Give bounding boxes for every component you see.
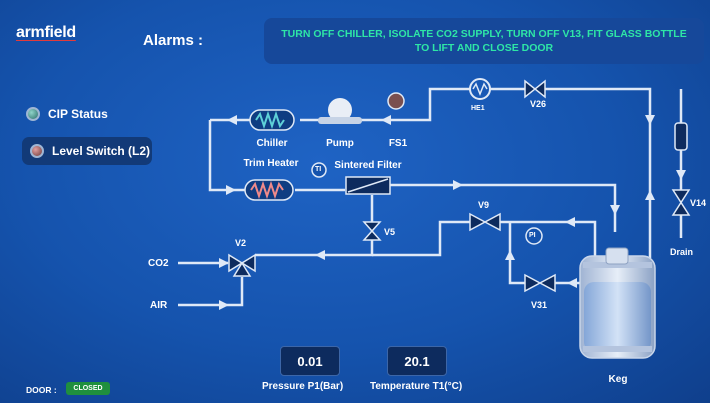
chiller-label: Chiller [256, 138, 288, 149]
he1-label: HE1 [471, 105, 485, 112]
v14-label: V14 [690, 198, 707, 208]
cip-status-label: CIP Status [48, 107, 108, 121]
pi-gauge-icon [525, 227, 543, 245]
keg-label: Keg [608, 374, 628, 385]
drain-filter-icon [674, 122, 688, 151]
alarms-title: Alarms : [143, 32, 204, 49]
sintered-filter-icon [345, 176, 391, 195]
keg-icon [579, 247, 656, 359]
fs1-label: FS1 [388, 138, 408, 149]
cip-status: CIP Status [26, 107, 108, 121]
chiller-icon [249, 109, 295, 131]
armfield-logo: armfield [16, 24, 76, 41]
v5-label: V5 [384, 227, 396, 237]
drain-label: Drain [670, 247, 694, 257]
v26-label: V26 [530, 99, 547, 109]
v31-label: V31 [531, 300, 548, 310]
pump-icon [318, 98, 362, 124]
temperature-value: 20.1 [404, 353, 430, 369]
temperature-label: Temperature T1(°C) [370, 381, 463, 392]
sintered-filter-label: Sintered Filter [334, 160, 402, 171]
trim-heater-icon [244, 179, 294, 201]
level-switch-status: Level Switch (L2) [22, 137, 152, 165]
air-inlet-label: AIR [150, 300, 168, 311]
v14-valve-icon [671, 189, 691, 216]
trim-heater-label: Trim Heater [243, 158, 299, 169]
alarm-message-box: TURN OFF CHILLER, ISOLATE CO2 SUPPLY, TU… [264, 18, 704, 64]
he1-heat-exchanger-icon [469, 78, 491, 100]
cip-status-led-icon [26, 107, 40, 121]
level-switch-label: Level Switch (L2) [52, 144, 151, 158]
ti-sensor-icon [311, 162, 327, 178]
pressure-label: Pressure P1(Bar) [262, 381, 344, 392]
temperature-readout: 20.1 [387, 346, 447, 376]
v5-valve-icon [362, 221, 382, 241]
v9-valve-icon [469, 212, 501, 232]
door-status-text: CLOSED [73, 385, 103, 392]
door-label: DOOR : [26, 385, 57, 395]
pressure-value: 0.01 [297, 353, 323, 369]
fs1-sensor-icon [387, 92, 405, 110]
pressure-readout: 0.01 [280, 346, 340, 376]
v2-label: V2 [235, 238, 247, 248]
co2-inlet-label: CO2 [148, 258, 169, 269]
v2-valve-icon [228, 253, 256, 277]
ti-label: TI [315, 166, 322, 173]
v31-valve-icon [524, 273, 556, 293]
v9-label: V9 [478, 200, 490, 210]
level-switch-led-icon [30, 144, 44, 158]
v26-valve-icon [524, 79, 546, 99]
pi-label: PI [529, 232, 536, 239]
door-status-badge: CLOSED [66, 382, 110, 395]
alarm-message: TURN OFF CHILLER, ISOLATE CO2 SUPPLY, TU… [281, 28, 687, 54]
pump-label: Pump [326, 138, 354, 149]
